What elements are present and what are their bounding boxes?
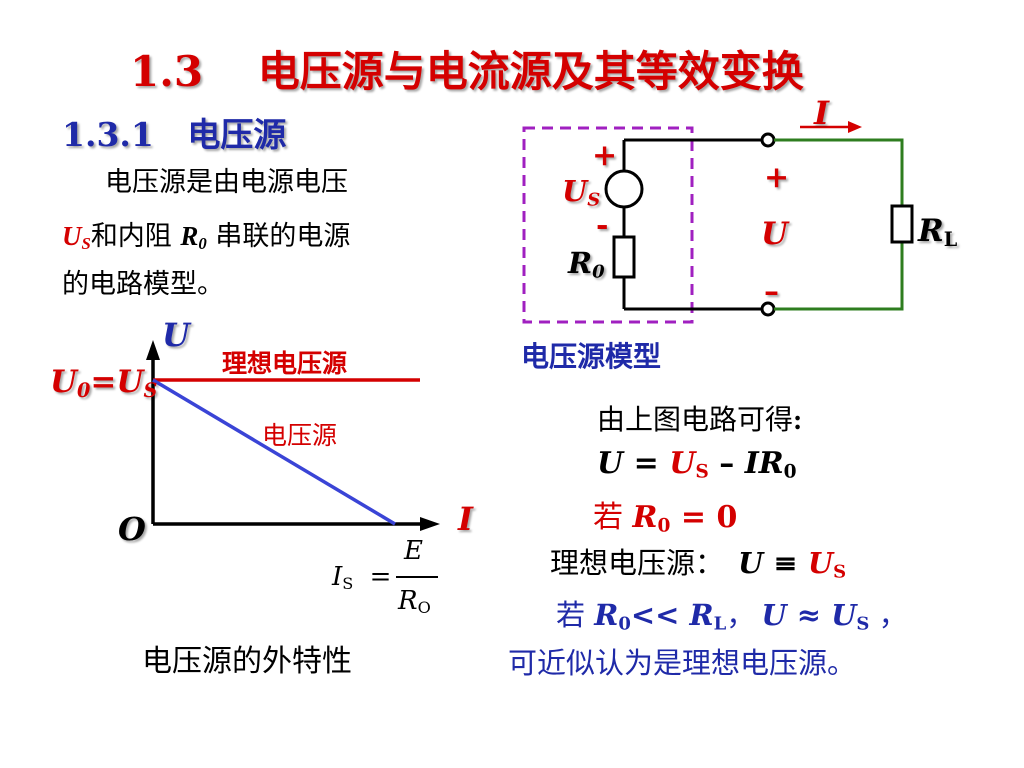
- title-text: 电压源与电流源及其等效变换: [257, 47, 804, 96]
- characteristic-graph: [146, 340, 440, 531]
- is-formula-lhs: IS =: [332, 562, 392, 594]
- load-wire: [774, 138, 904, 206]
- condition-r0-zero: 若 R0 = 0: [593, 500, 738, 537]
- x-axis-label: I: [458, 500, 473, 538]
- section-number: 1.3.1: [62, 115, 154, 154]
- derivation-intro: 由上图电路可得:: [597, 403, 803, 436]
- intro-line-1: 电压源是由电源电压: [105, 167, 348, 198]
- terminal-top-icon: [760, 132, 776, 148]
- load-wire-bottom: [774, 242, 904, 311]
- r0-label: R0: [568, 246, 605, 283]
- rl-resistor-icon: [890, 204, 914, 244]
- us-label: US: [562, 174, 601, 211]
- rl-label: RL: [918, 213, 958, 251]
- r0-symbol: R0: [180, 221, 207, 254]
- us-symbol: US: [62, 221, 91, 254]
- graph-caption: 电压源的外特性: [142, 644, 352, 679]
- current-label: I: [814, 94, 829, 132]
- y-axis-label: U: [162, 316, 190, 354]
- ideal-source-label: 理想电压源: [222, 349, 348, 378]
- intro-line-2: US和内阻 R0 串联的电源: [62, 221, 351, 254]
- y-axis-arrow: [146, 340, 160, 360]
- is-fraction-bar: [396, 576, 438, 578]
- page-title: 1.3 电压源与电流源及其等效变换: [130, 38, 804, 99]
- circuit-caption: 电压源模型: [521, 340, 662, 373]
- circuit-diagram: [522, 121, 914, 324]
- section-text: 电压源: [187, 115, 287, 154]
- u-minus: –: [764, 274, 779, 309]
- section-heading: 1.3.1 电压源: [62, 108, 286, 156]
- current-arrow-head: [848, 121, 862, 133]
- r0-resistor-icon: [612, 235, 636, 279]
- equation-main: U = US – IR0: [597, 446, 797, 483]
- ideal-equation: 理想电压源：U ≡ US: [550, 546, 847, 583]
- x-axis-arrow: [420, 517, 440, 531]
- source-minus: -: [596, 208, 609, 243]
- approx-conclusion: 可近似认为是理想电压源。: [508, 646, 857, 680]
- u-plus: +: [764, 160, 790, 195]
- approx-condition: 若 R0<< RL，U ≈ US ，: [556, 598, 908, 635]
- is-formula-denominator: RO: [398, 586, 431, 618]
- intro-line-3: 的电路模型。: [62, 269, 224, 300]
- title-number: 1.3: [130, 47, 204, 96]
- u0-label: U0=US: [50, 364, 158, 402]
- source-plus: +: [592, 138, 618, 173]
- is-formula-numerator: E: [404, 536, 423, 566]
- real-source-line: [152, 378, 396, 526]
- origin-label: O: [118, 510, 146, 548]
- u-label: U: [761, 216, 789, 252]
- real-source-label: 电压源: [262, 421, 338, 450]
- voltage-source-icon: [604, 169, 644, 209]
